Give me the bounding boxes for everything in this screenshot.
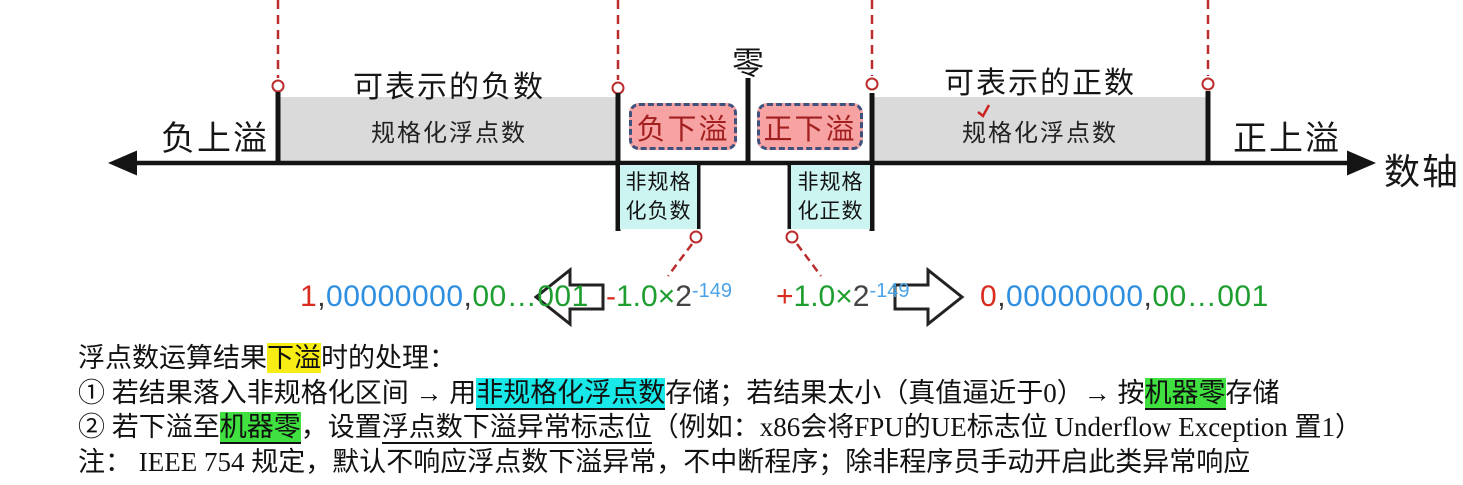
normalized-positives-bar: 规格化浮点数 [872,97,1208,163]
neg-sep2: , [463,280,473,313]
notes-l1-underflow-highlight: 下溢 [267,343,321,373]
notes-line-2: ① 若结果落入非规格化区间 → 用非规格化浮点数存储；若结果太小（真值逼近于0）… [78,376,1458,411]
denorm-callout-circles [689,230,799,244]
notes-line-3: ② 若下溢至机器零，设置浮点数下溢异常标志位（例如：x86会将FPU的UE标志位… [78,410,1458,445]
pos-value-sign: + [776,280,794,313]
notes-l3-s3: ，设置 [300,412,382,442]
denorm-neg-line2: 化负数 [625,200,692,223]
neg-mantissa-bits: 00…001 [472,280,589,313]
denorm-pos-line2: 化正数 [797,200,864,223]
neg-sep1: , [317,280,327,313]
neg-value-sign: - [606,280,616,313]
negative-overflow-label: 负上溢 [161,120,269,158]
pos-value-coefficient: 1.0× [793,280,853,313]
negative-underflow-label: 负下溢 [636,113,730,146]
positive-underflow-label: 正下溢 [763,113,857,146]
normalized-negatives-bar: 规格化浮点数 [280,97,618,163]
notes-l3-machine-zero-highlight: 机器零 [219,412,301,444]
neg-value-exponent: -149 [691,280,732,302]
positive-binary-encoding: 0,00000000,00…001 [980,280,1269,314]
neg-sign-bit: 1 [300,280,318,313]
denorm-callout-pointers [667,243,822,277]
notes-l2-s3: 存储；若结果太小（真值逼近于0）→ 按 [665,377,1145,408]
pos-sep1: , [997,280,1007,313]
notes-l4-s1: 注： IEEE 754 规定，默认不响应浮点数下溢异常，不中断程序；除非程序员手… [78,446,1251,477]
pos-sign-bit: 0 [980,280,998,313]
notes-l2-machine-zero-highlight: 机器零 [1144,377,1226,410]
pos-mantissa-bits: 00…001 [1152,280,1269,313]
denormalized-negatives-box: 非规格 化负数 [620,165,697,229]
zero-label: 零 [731,45,764,81]
denorm-neg-line1: 非规格 [625,170,692,194]
positive-min-value: +1.0×2-149 [776,280,909,314]
positive-underflow-box: 正下溢 [757,103,863,150]
denormalized-positives-box: 非规格 化正数 [791,165,870,229]
notes-l1-s3: 时的处理： [321,343,456,373]
notes-line-1: 浮点数运算结果下溢时的处理： [78,341,1458,376]
negative-min-value: -1.0×2-149 [606,280,732,314]
notes-l3-s1: ② 若下溢至 [78,412,220,442]
pos-value-exponent: -149 [869,280,910,302]
negative-underflow-box: 负下溢 [629,103,737,150]
negative-binary-encoding: 1,00000000,00…001 [300,280,589,314]
normalized-positives-label: 规格化浮点数 [962,119,1118,147]
notes-l3-flag-underline: 浮点数下溢异常标志位 [381,412,652,444]
pos-exponent-bits: 00000000 [1006,280,1144,313]
representable-negatives-label: 可表示的负数 [353,71,545,104]
representable-positives-label: 可表示的正数 [944,67,1136,100]
normalized-negatives-label: 规格化浮点数 [371,119,527,147]
notes-line-4: 注： IEEE 754 规定，默认不响应浮点数下溢异常，不中断程序；除非程序员手… [78,445,1458,480]
notes-l3-s5: （例如：x86会将FPU的UE标志位 Underflow Exception 置… [651,412,1362,442]
axis-label: 数轴 [1384,151,1461,192]
notes-l2-s5: 存储 [1225,377,1280,408]
notes-l2-denorm-highlight: 非规格化浮点数 [476,377,666,410]
underflow-notes: 浮点数运算结果下溢时的处理： ① 若结果落入非规格化区间 → 用非规格化浮点数存… [78,341,1458,479]
notes-l1-s1: 浮点数运算结果 [78,343,267,373]
neg-value-coefficient: 1.0× [616,280,676,313]
neg-exponent-bits: 00000000 [326,280,464,313]
pos-value-base: 2 [852,280,870,313]
positive-overflow-label: 正上溢 [1233,120,1341,158]
neg-value-base: 2 [675,280,692,313]
pos-sep2: , [1143,280,1153,313]
notes-l2-s1: ① 若结果落入非规格化区间 → 用 [78,377,477,408]
denorm-pos-line1: 非规格 [797,170,864,194]
